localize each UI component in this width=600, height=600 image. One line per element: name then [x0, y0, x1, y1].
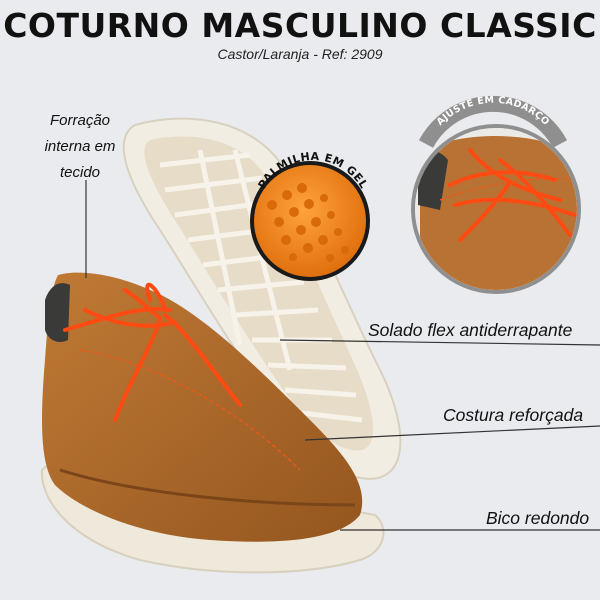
- boot-laces: [63, 282, 242, 422]
- callout-forracao-line-1: Forração: [49, 112, 111, 129]
- product-title: COTURNO MASCULINO CLASSIC: [3, 6, 597, 45]
- callout-forracao: Forração interna em tecido: [30, 108, 130, 186]
- callout-lines: [85, 180, 600, 531]
- lace-adjustment-inset: AJUSTE EM CADARÇO: [411, 95, 581, 294]
- callout-forracao-line-3: tecido: [59, 164, 101, 181]
- callout-forracao-line-2: interna em: [44, 138, 116, 155]
- callout-bico: Bico redondo: [486, 508, 590, 528]
- product-subtitle: Castor/Laranja - Ref: 2909: [217, 46, 383, 62]
- callout-costura: Costura reforçada: [443, 405, 584, 425]
- callout-solado: Solado flex antiderrapante: [368, 320, 573, 340]
- callout-line-costura: [304, 425, 600, 441]
- callout-line-solado: [279, 339, 600, 346]
- boot-illustration: [40, 272, 385, 574]
- gel-insole-inset: PALMILHA EM GEL: [250, 150, 370, 281]
